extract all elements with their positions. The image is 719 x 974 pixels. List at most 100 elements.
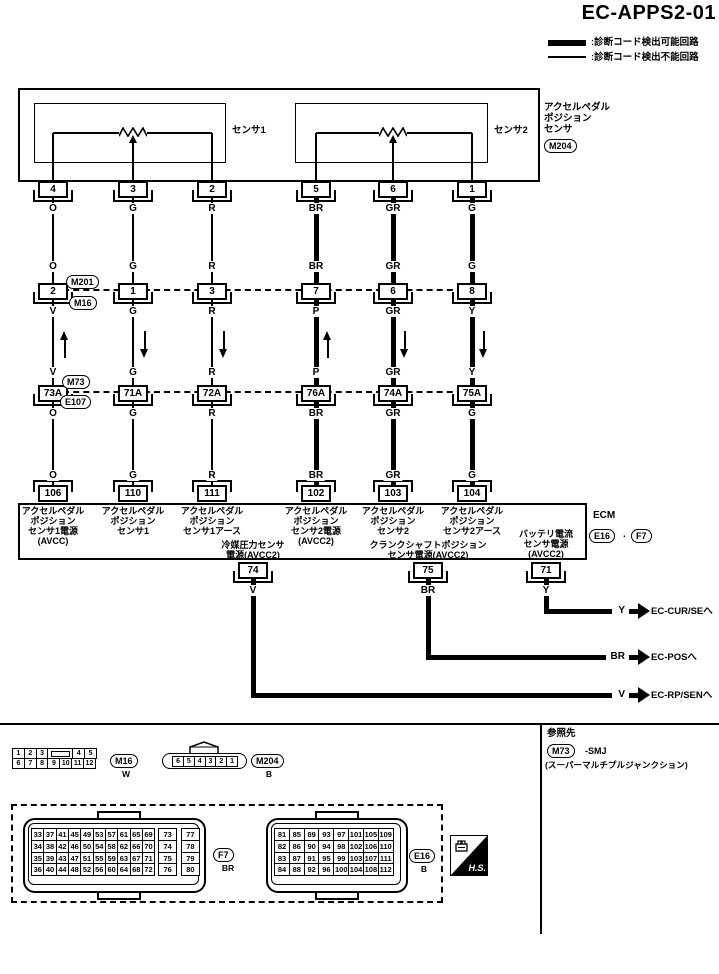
wire-color-label: R [206,261,218,272]
sensor-pin-bracket [192,190,232,202]
smj-connector-pin: 74A [378,385,408,402]
wire-run [250,693,612,698]
hs-mark: H.S. [450,835,488,876]
wire-color-label: V [47,367,59,378]
ecm-pin-bracket [373,480,413,492]
ecm-pin: 111 [197,485,227,502]
ecm-pin-function-line: ポジション [293,516,339,526]
dest-wire-color-label: Y [616,605,627,616]
hs-label: H.S. [468,863,486,873]
connector-id-e107: E107 [60,395,92,409]
dest-wire-color-label: V [616,689,627,700]
wire-color-label: GR [383,470,403,481]
ecm-pin-bracket [33,480,73,492]
smj-connector-dashed-link [53,391,473,393]
wire-run [132,197,134,489]
direction-arrow [479,331,488,359]
connector-id-e16-face: E16 [409,849,436,863]
section-divider-vertical [540,723,542,934]
wire-run [211,197,213,489]
arrow-head-icon [479,349,487,358]
goto-arrow-tail [629,693,638,698]
goto-arrow-head [638,603,650,619]
sensor-lead [471,133,473,182]
wire-color-label: BR [306,470,326,481]
ecm-box [18,503,587,560]
arrow-stem [326,339,329,358]
ecm-pin-function-line: ポジション [189,516,235,526]
ecm-bottom-function-label: バッテリ電流センサ電源(AVCC2) [519,529,573,559]
wire-run [425,655,606,660]
mid-connector-dashed-link [53,289,473,291]
e16-face-cell: 88 [288,863,305,877]
smj-connector-pin-bracket [192,394,232,406]
ecm-pin-function-line: センサ2アース [442,526,502,536]
sensor-pin: 5 [301,181,331,198]
arrow-head-icon [140,349,148,358]
arrow-head-icon [400,349,408,358]
wire-color-label: P [310,306,322,317]
goto-arrow-tail [629,609,638,614]
e16-face-cell: 96 [318,863,335,877]
ecm-pin: 102 [301,485,331,502]
f7-face-cell: 72 [141,863,156,877]
ecm-pin-function-line: アクセルペダル [101,506,165,516]
e16-face-cell: 100 [333,863,350,877]
goto-arrow-icon [629,603,650,620]
smj-connector-pin-bracket [373,394,413,406]
ecm-connector-separator: . [623,529,626,540]
mid-connector-pin: 8 [457,283,487,300]
wire-color-label: G [466,470,478,481]
e16-face-cell: 109 [377,828,394,841]
wire-color-label: G [127,306,139,317]
sensor-pin-bracket [113,190,153,202]
connector-id-e16: E16 [589,529,616,543]
direction-arrow [140,331,149,359]
potentiometer-zigzag-icon [118,124,148,138]
wire-color-label: O [47,261,59,272]
smj-connector-pin: 72A [197,385,227,402]
mid-connector-pin-bracket [373,292,413,304]
wire-color-label: O [47,470,59,481]
ecm-bottom-function-line: (AVCC2) [528,549,564,559]
mid-connector-pin: 1 [118,283,148,300]
ecm-bottom-function-line: センサ電源(AVCC2) [387,550,469,560]
smj-connector-pin-bracket [452,394,492,406]
ecm-pin-function-line: ポジション [30,516,76,526]
goto-arrow-head [638,649,650,665]
m16-latch-slot [50,750,70,757]
f7-face-cell: 76 [158,863,178,877]
ecm-pin-function-line: センサ1アース [182,526,242,536]
ecm-pin-function-label: アクセルペダルポジションセンサ1電源(AVCC) [22,506,85,546]
sensor-name-line: ポジション [544,113,592,124]
connector-id-m204: M204 [544,139,577,153]
f7-face-cell: 78 [180,839,200,853]
reference-note: (スーパーマルチプルジャンクション) [545,760,688,770]
ecm-bottom-pin-bracket [408,571,448,583]
wire-color-label: R [206,470,218,481]
ecm-pin-function-line: ポジション [110,516,156,526]
mid-connector-pin: 3 [197,283,227,300]
ecm-pin-function-line: (AVCC) [37,536,69,546]
ecm-pin-function-line: アクセルペダル [361,506,425,516]
wire-color-label: G [127,367,139,378]
ecm-pin-function-line: ポジション [449,516,495,526]
mid-connector-pin-bracket [192,292,232,304]
sensor-pin: 1 [457,181,487,198]
ecm-bottom-function-line: センサ電源 [523,539,569,549]
reference-code: -SMJ [585,746,607,756]
wire-run [250,579,256,698]
dest-label: EC-CUR/SEへ [651,606,713,617]
arrow-head-icon [323,331,331,340]
mid-connector-pin-bracket [452,292,492,304]
connector-id-m16-face: M16 [110,754,138,768]
wire-run [543,579,549,614]
wire-color-label: GR [383,408,403,419]
wire-run [543,609,612,614]
sensor-pin-bracket [296,190,336,202]
